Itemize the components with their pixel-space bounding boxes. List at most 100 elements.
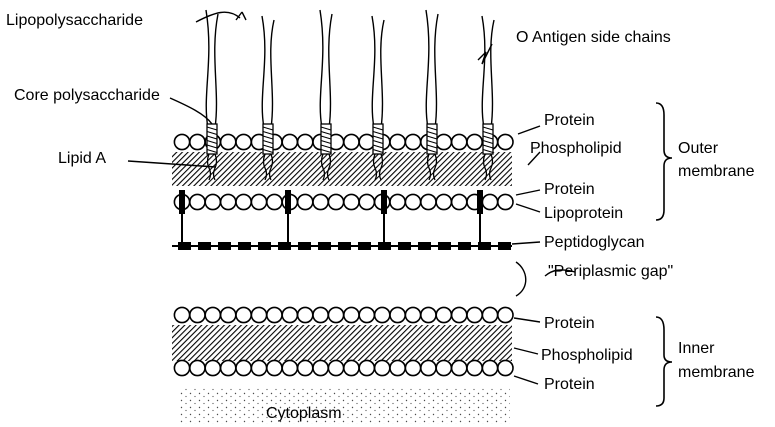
phospholipid-head bbox=[375, 360, 390, 375]
lipoprotein-anchor bbox=[381, 190, 387, 214]
peptidoglycan-layer bbox=[172, 242, 512, 250]
phospholipid-head bbox=[467, 360, 482, 375]
phospholipid-head bbox=[236, 307, 251, 322]
phospholipid-head bbox=[467, 134, 482, 149]
o-antigen-strand bbox=[329, 14, 332, 128]
phospholipid-head bbox=[359, 134, 374, 149]
phospholipid-head bbox=[328, 307, 343, 322]
phospholipid-head bbox=[313, 360, 328, 375]
peptidoglycan-segment bbox=[478, 242, 491, 250]
phospholipid-head bbox=[436, 307, 451, 322]
phospholipid-head bbox=[205, 307, 220, 322]
phospholipid-head bbox=[452, 134, 467, 149]
phospholipid-head bbox=[344, 307, 359, 322]
lipoprotein-anchor bbox=[179, 190, 185, 214]
label-core-polysaccharide: Core polysaccharide bbox=[14, 87, 160, 104]
phospholipid-head bbox=[405, 360, 420, 375]
phospholipid-head bbox=[267, 194, 282, 209]
o-antigen-strand bbox=[491, 20, 494, 128]
phospholipid-head bbox=[251, 194, 266, 209]
phospholipid-head bbox=[298, 307, 313, 322]
phospholipid-head bbox=[236, 360, 251, 375]
label-protein-outer-top: Protein bbox=[544, 112, 595, 129]
phospholipid-head bbox=[298, 194, 313, 209]
o-antigen-strand bbox=[262, 16, 265, 128]
phospholipid-head bbox=[236, 194, 251, 209]
label-o-antigen: O Antigen side chains bbox=[516, 29, 671, 46]
label-phospholipid-outer: Phospholipid bbox=[530, 140, 622, 157]
phospholipid-head bbox=[482, 360, 497, 375]
peptidoglycan-segment bbox=[398, 242, 411, 250]
phospholipid-head bbox=[390, 194, 405, 209]
phospholipid-head bbox=[298, 360, 313, 375]
label-inner-membrane-2: membrane bbox=[678, 364, 755, 381]
phospholipid-head bbox=[251, 360, 266, 375]
peptidoglycan-segment bbox=[318, 242, 331, 250]
peptidoglycan-segment bbox=[178, 242, 191, 250]
phospholipid-head bbox=[421, 307, 436, 322]
phospholipid-head bbox=[221, 134, 236, 149]
label-outer-membrane-1: Outer bbox=[678, 140, 719, 157]
phospholipid-head bbox=[221, 360, 236, 375]
phospholipid-head bbox=[221, 194, 236, 209]
phospholipid-head bbox=[436, 194, 451, 209]
peptidoglycan-segment bbox=[198, 242, 211, 250]
peptidoglycan-segment bbox=[378, 242, 391, 250]
phospholipid-head bbox=[190, 360, 205, 375]
phospholipid-head bbox=[221, 307, 236, 322]
label-protein-inner-top: Protein bbox=[544, 315, 595, 332]
cytoplasm-region bbox=[180, 388, 510, 424]
phospholipid-head bbox=[174, 307, 189, 322]
phospholipid-head bbox=[390, 307, 405, 322]
phospholipid-head bbox=[205, 194, 220, 209]
outer-protein-heads-bottom bbox=[174, 194, 513, 209]
inner-phospholipid-layer bbox=[172, 325, 512, 361]
outer-membrane bbox=[172, 134, 513, 209]
phospholipid-head bbox=[313, 194, 328, 209]
peptidoglycan-segment bbox=[358, 242, 371, 250]
inner-protein-heads-top bbox=[174, 307, 513, 322]
phospholipid-head bbox=[436, 360, 451, 375]
phospholipid-head bbox=[498, 360, 513, 375]
phospholipid-head bbox=[405, 194, 420, 209]
phospholipid-head bbox=[190, 307, 205, 322]
phospholipid-head bbox=[344, 194, 359, 209]
phospholipid-head bbox=[498, 307, 513, 322]
phospholipid-head bbox=[328, 360, 343, 375]
phospholipid-head bbox=[421, 194, 436, 209]
phospholipid-head bbox=[359, 360, 374, 375]
peptidoglycan-segment bbox=[278, 242, 291, 250]
peptidoglycan-segment bbox=[418, 242, 431, 250]
label-lipoprotein: Lipoprotein bbox=[544, 205, 623, 222]
o-antigen-strand bbox=[271, 20, 274, 128]
phospholipid-head bbox=[405, 307, 420, 322]
phospholipid-head bbox=[282, 134, 297, 149]
label-periplasmic-gap: "Periplasmic gap" bbox=[548, 263, 673, 280]
o-antigen-strand bbox=[482, 16, 485, 128]
phospholipid-head bbox=[498, 194, 513, 209]
peptidoglycan-segment bbox=[258, 242, 271, 250]
peptidoglycan-segment bbox=[298, 242, 311, 250]
lipoprotein-anchor bbox=[285, 190, 291, 214]
o-antigen-strand bbox=[215, 14, 218, 128]
phospholipid-head bbox=[344, 134, 359, 149]
label-lipid-a: Lipid A bbox=[58, 150, 106, 167]
phospholipid-head bbox=[482, 307, 497, 322]
peptidoglycan-segment bbox=[498, 242, 511, 250]
phospholipid-head bbox=[344, 360, 359, 375]
phospholipid-head bbox=[390, 134, 405, 149]
phospholipid-head bbox=[467, 307, 482, 322]
phospholipid-head bbox=[282, 307, 297, 322]
o-antigen-strand bbox=[381, 20, 384, 128]
o-antigen-strand bbox=[435, 14, 438, 128]
phospholipid-head bbox=[267, 307, 282, 322]
label-protein-outer-bottom: Protein bbox=[544, 181, 595, 198]
phospholipid-head bbox=[498, 134, 513, 149]
outer-phospholipid-layer bbox=[172, 152, 512, 186]
o-antigen-strand bbox=[320, 10, 323, 128]
phospholipid-head bbox=[190, 194, 205, 209]
label-outer-membrane-2: membrane bbox=[678, 163, 755, 180]
phospholipid-head bbox=[313, 307, 328, 322]
peptidoglycan-segment bbox=[238, 242, 251, 250]
